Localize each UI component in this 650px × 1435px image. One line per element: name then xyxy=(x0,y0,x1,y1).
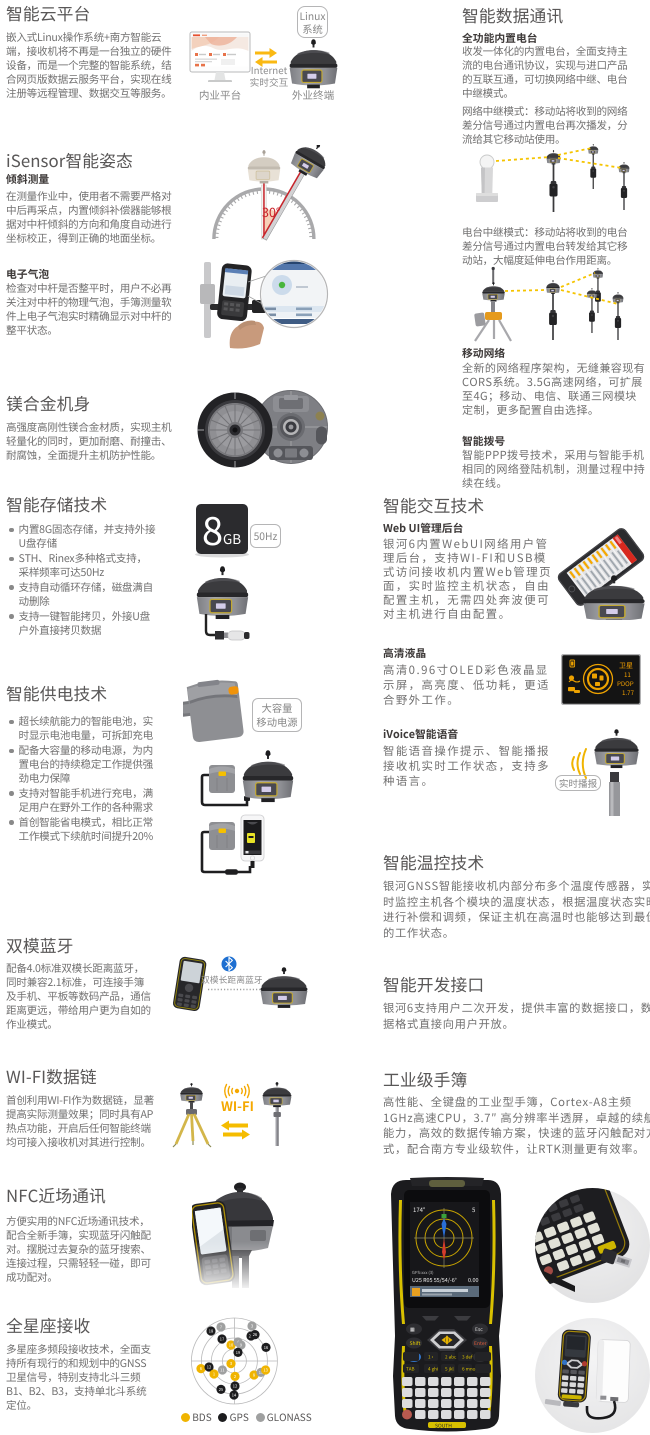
svg-text:30°: 30° xyxy=(262,202,281,221)
svg-text:2 abc: 2 abc xyxy=(445,1355,457,1361)
svg-text:1 •: 1 • xyxy=(428,1355,434,1361)
svg-text:19: 19 xyxy=(236,1350,240,1356)
svg-text:11: 11 xyxy=(624,670,631,679)
svg-text:3: 3 xyxy=(230,1361,232,1367)
svg-text:15: 15 xyxy=(259,1370,263,1376)
svg-text:18: 18 xyxy=(209,1329,214,1335)
svg-text:6 mno: 6 mno xyxy=(462,1367,476,1373)
svg-text:10: 10 xyxy=(229,1343,234,1349)
svg-text:Shift: Shift xyxy=(410,1340,421,1347)
svg-text:1.77: 1.77 xyxy=(622,688,635,697)
svg-text:5 jkl: 5 jkl xyxy=(445,1367,454,1373)
svg-text:11: 11 xyxy=(220,1368,224,1374)
svg-text:12: 12 xyxy=(233,1384,238,1390)
svg-text:9: 9 xyxy=(240,1343,242,1349)
svg-text:7: 7 xyxy=(220,1325,223,1331)
svg-text:Enter: Enter xyxy=(474,1340,487,1347)
svg-text:3 def: 3 def xyxy=(462,1355,473,1361)
svg-text:▦: ▦ xyxy=(410,1326,415,1333)
svg-text:14: 14 xyxy=(232,1393,237,1399)
svg-text:1: 1 xyxy=(213,1372,215,1378)
svg-text:U25 R05 55/54/-6°: U25 R05 55/54/-6° xyxy=(412,1276,457,1284)
svg-text:4 ghi: 4 ghi xyxy=(428,1367,438,1373)
svg-text:17: 17 xyxy=(220,1337,225,1343)
svg-text:8: 8 xyxy=(253,1373,256,1379)
svg-text:PDOP: PDOP xyxy=(617,679,634,688)
svg-text:2: 2 xyxy=(234,1374,237,1380)
svg-text:SOUTH: SOUTH xyxy=(435,1423,452,1430)
svg-text:8: 8 xyxy=(202,502,223,556)
svg-text:0.00: 0.00 xyxy=(468,1276,478,1284)
svg-text:13: 13 xyxy=(263,1368,267,1374)
svg-text:GB: GB xyxy=(223,528,241,548)
svg-text:5: 5 xyxy=(472,1205,475,1214)
svg-text:25: 25 xyxy=(219,1387,223,1393)
svg-text:174°: 174° xyxy=(413,1205,425,1214)
svg-text:16: 16 xyxy=(264,1345,269,1351)
svg-text:26: 26 xyxy=(253,1332,258,1338)
svg-text:WI-FI: WI-FI xyxy=(221,1096,254,1115)
svg-text:12: 12 xyxy=(207,1365,212,1371)
svg-text:卫星: 卫星 xyxy=(619,661,633,671)
svg-text:GPS:xxx (3): GPS:xxx (3) xyxy=(412,1270,434,1276)
svg-text:3: 3 xyxy=(251,1324,253,1330)
svg-text:6: 6 xyxy=(200,1366,203,1372)
svg-text:TAB: TAB xyxy=(406,1367,415,1373)
svg-text:Esc: Esc xyxy=(475,1326,483,1333)
